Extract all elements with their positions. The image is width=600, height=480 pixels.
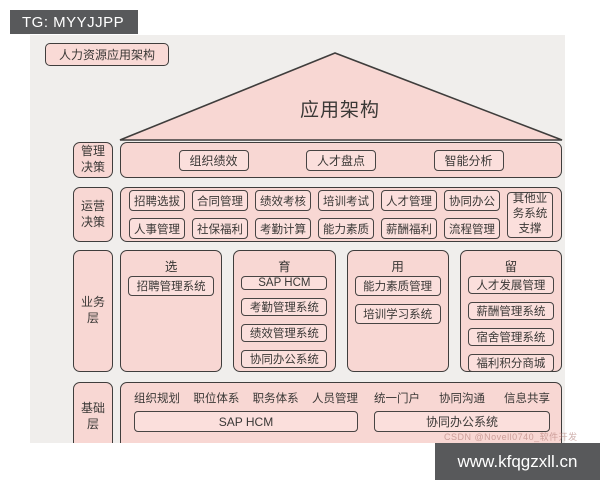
architecture-diagram: 人力资源应用架构 应用架构 管理决策 组织绩效 人才盘点 智能分析 运营决策 招… [30,35,565,443]
tg-badge: TG: MYYJJPP [10,10,139,34]
hr-architecture-label: 人力资源应用架构 [45,43,169,66]
column-title: 留 [504,260,518,274]
system-box: 人才发展管理 [467,276,554,294]
system-box: 薪酬管理系统 [467,302,554,320]
system-box: 宿舍管理系统 [467,328,554,346]
module-box: 人才管理 [381,190,437,211]
foundation-label: 职务体系 [252,393,299,405]
module-box: 招聘选拔 [129,190,185,211]
system-box: 协同办公系统 [241,350,328,368]
system-box: SAP HCM [241,276,328,290]
foundation-label: 组织规划 [134,393,180,405]
module-box: 社保福利 [192,218,248,239]
module-box: 人事管理 [129,218,185,239]
module-box: 考勤计算 [255,218,311,239]
roof-title: 应用架构 [299,100,380,121]
foundation-row: 组织规划 职位体系 职务体系 人员管理 SAP HCM 统一门户 协同沟通 信息… [120,382,562,443]
foundation-label: 职位体系 [193,393,240,405]
system-box: 协同办公系统 [374,411,550,432]
system-box: 能力素质管理 [354,276,441,296]
foundation-right-group: 统一门户 协同沟通 信息共享 协同办公系统 [374,390,550,432]
foundation-left-group: 组织规划 职位体系 职务体系 人员管理 SAP HCM [134,390,358,432]
module-box-other-systems: 其他业务系统支撑 [507,191,553,238]
module-box: 智能分析 [433,149,504,171]
module-box: 绩效考核 [255,190,311,211]
system-box: 绩效管理系统 [241,324,328,342]
side-label-management-decision: 管理决策 [73,142,113,178]
module-box: 协同办公 [444,190,500,211]
column-title: 育 [278,260,291,274]
system-box: 培训学习系统 [354,304,441,324]
system-box: SAP HCM [134,411,358,432]
module-box: 薪酬福利 [381,218,437,239]
foundation-right-labels: 统一门户 协同沟通 信息共享 [374,390,550,406]
system-box: 福利积分商城 [467,354,554,372]
roof-triangle [119,52,563,141]
operation-grid: 招聘选拔 合同管理 绩效考核 培训考试 人才管理 协同办公 人事管理 社保福利 … [129,190,500,239]
side-label-business-layer: 业务层 [73,250,113,372]
system-box: 招聘管理系统 [128,276,215,296]
module-box: 组织绩效 [178,149,249,171]
management-decision-row: 组织绩效 人才盘点 智能分析 [120,142,562,178]
operation-grid-row2: 人事管理 社保福利 考勤计算 能力素质 薪酬福利 流程管理 [129,218,500,239]
csdn-watermark: CSDN @Novell0740_软件开发 [444,432,578,442]
operation-grid-row1: 招聘选拔 合同管理 绩效考核 培训考试 人才管理 协同办公 [129,190,500,211]
business-columns: 选 招聘管理系统 育 SAP HCM 考勤管理系统 绩效管理系统 协同办公系统 … [120,250,562,372]
module-box: 人才盘点 [306,149,376,171]
side-label-foundation-layer: 基础层 [73,382,113,443]
site-url: www.kfqgzxll.cn [457,451,578,471]
business-column-develop: 育 SAP HCM 考勤管理系统 绩效管理系统 协同办公系统 [233,250,336,372]
operation-decision-row: 招聘选拔 合同管理 绩效考核 培训考试 人才管理 协同办公 人事管理 社保福利 … [120,187,562,242]
site-url-bar: www.kfqgzxll.cn [435,443,600,480]
module-box: 培训考试 [318,190,374,211]
column-title: 用 [391,260,404,274]
foundation-label: 统一门户 [374,393,420,405]
module-box: 能力素质 [318,218,374,239]
module-box: 流程管理 [444,218,500,239]
business-column-select: 选 招聘管理系统 [120,250,223,372]
business-column-retain: 留 人才发展管理 薪酬管理系统 宿舍管理系统 福利积分商城 [459,250,562,372]
business-column-use: 用 能力素质管理 培训学习系统 [346,250,449,372]
foundation-label: 人员管理 [311,393,358,405]
side-label-operation-decision: 运营决策 [73,187,113,242]
module-box: 合同管理 [192,190,248,211]
foundation-label: 信息共享 [504,393,550,405]
column-title: 选 [164,260,178,274]
system-box: 考勤管理系统 [241,298,328,316]
foundation-label: 协同沟通 [439,393,485,405]
foundation-left-labels: 组织规划 职位体系 职务体系 人员管理 [134,390,358,406]
